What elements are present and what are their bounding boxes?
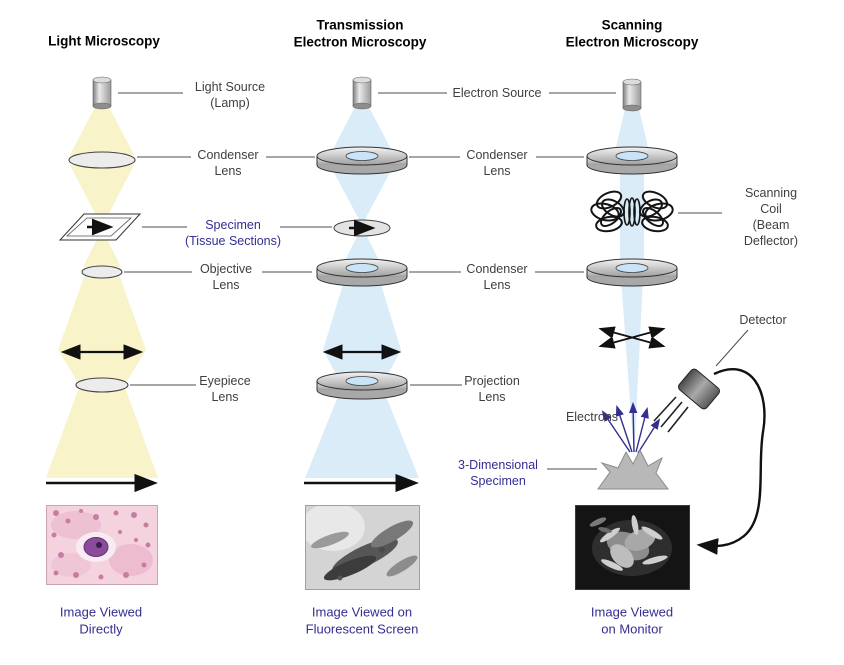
detector-icon	[653, 368, 766, 555]
label-projection-lens: Projection Lens	[464, 374, 520, 404]
sem-condenser-lens-1-icon	[586, 146, 678, 175]
tem-projection-lens-icon	[316, 371, 408, 400]
lm-specimen-slide-icon	[58, 213, 142, 241]
column-title-tem: Transmission Electron Microscopy	[293, 17, 427, 50]
sem-column	[586, 78, 766, 555]
label-specimen: Specimen (Tissue Sections)	[184, 218, 282, 248]
lm-condenser-lens-icon	[68, 151, 136, 169]
detector-cable	[696, 368, 766, 555]
label-electron-source: Electron Source	[452, 86, 542, 100]
label-condenser-lens-1: Condenser Lens	[197, 148, 259, 178]
column-title-light-microscopy: Light Microscopy	[48, 33, 160, 49]
sem-micrograph	[575, 505, 690, 590]
label-objective-lens: Objective Lens	[199, 262, 253, 292]
caption-image-viewed-directly: Image Viewed Directly	[59, 604, 143, 636]
lm-objective-lens-icon	[81, 265, 123, 279]
label-detector: Detector	[739, 313, 787, 327]
sem-condenser-lens-2-icon	[586, 258, 678, 287]
light-source-lamp-icon	[92, 76, 112, 110]
label-condenser-lens-2: Condenser Lens	[466, 148, 528, 178]
sem-electron-beam-path	[615, 109, 649, 458]
tem-micrograph	[305, 505, 420, 590]
tem-objective-lens-icon	[316, 258, 408, 287]
label-eyepiece-lens: Eyepiece Lens	[199, 374, 251, 404]
sem-3d-specimen-icon	[597, 448, 669, 490]
tem-condenser-lens-icon	[316, 146, 408, 175]
label-condenser-lens-3: Condenser Lens	[466, 262, 528, 292]
label-electrons: Electrons	[565, 410, 619, 424]
electron-scatter-arrows	[601, 401, 661, 454]
scanning-coil-icon	[590, 190, 674, 233]
caption-image-viewed-monitor: Image Viewed on Monitor	[590, 604, 674, 636]
label-scanning-coil: Scanning Coil (Beam Deflector)	[743, 186, 799, 248]
light-microscope-column	[46, 76, 158, 493]
column-title-sem: Scanning Electron Microscopy	[565, 17, 699, 50]
label-3d-specimen: 3-Dimensional Specimen	[458, 458, 538, 488]
tem-specimen-icon	[333, 219, 391, 237]
lm-eyepiece-lens-icon	[75, 377, 129, 393]
histology-micrograph	[46, 505, 158, 585]
tem-column	[304, 76, 419, 493]
label-leader-lines	[118, 92, 749, 470]
label-light-source: Light Source (Lamp)	[194, 80, 266, 110]
scan-deflection-arrows	[598, 326, 666, 349]
tem-electron-source-icon	[352, 76, 372, 110]
caption-image-viewed-fluorescent: Image Viewed on Fluorescent Screen	[305, 604, 419, 636]
sem-electron-source-icon	[622, 78, 642, 112]
